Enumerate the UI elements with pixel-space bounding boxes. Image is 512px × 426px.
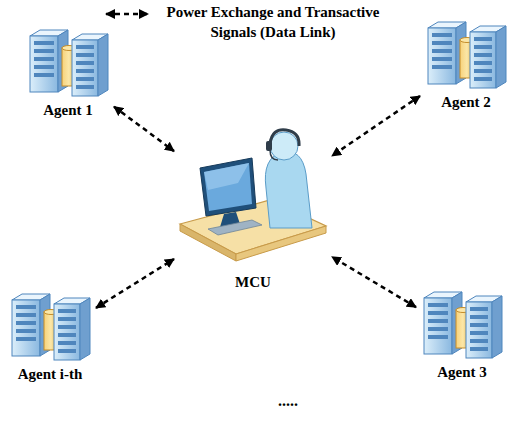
agent-node: Agent 1 xyxy=(26,26,110,119)
server-icon xyxy=(8,290,92,362)
agent-node: Agent 3 xyxy=(420,288,504,381)
agent-node: Agent i-th xyxy=(8,290,92,383)
data-link-arrow xyxy=(114,107,174,151)
data-link-arrow xyxy=(332,257,416,307)
node-label: Agent 2 xyxy=(441,94,491,111)
ellipsis-label: ..... xyxy=(278,392,298,410)
node-label: Agent i-th xyxy=(18,366,83,383)
node-label: MCU xyxy=(235,274,271,291)
node-label: Agent 1 xyxy=(43,102,93,119)
agent-node: Agent 2 xyxy=(424,18,508,111)
server-icon xyxy=(424,18,508,90)
node-label: Agent 3 xyxy=(437,364,487,381)
data-link-arrow xyxy=(96,259,174,308)
legend-sample xyxy=(106,14,148,15)
data-link-arrow xyxy=(332,96,420,156)
legend-text: Power Exchange and Transactive Signals (… xyxy=(148,3,398,42)
mcu-node: MCU xyxy=(178,128,328,291)
server-icon xyxy=(420,288,504,360)
server-icon xyxy=(26,26,110,98)
operator-icon xyxy=(178,128,328,268)
